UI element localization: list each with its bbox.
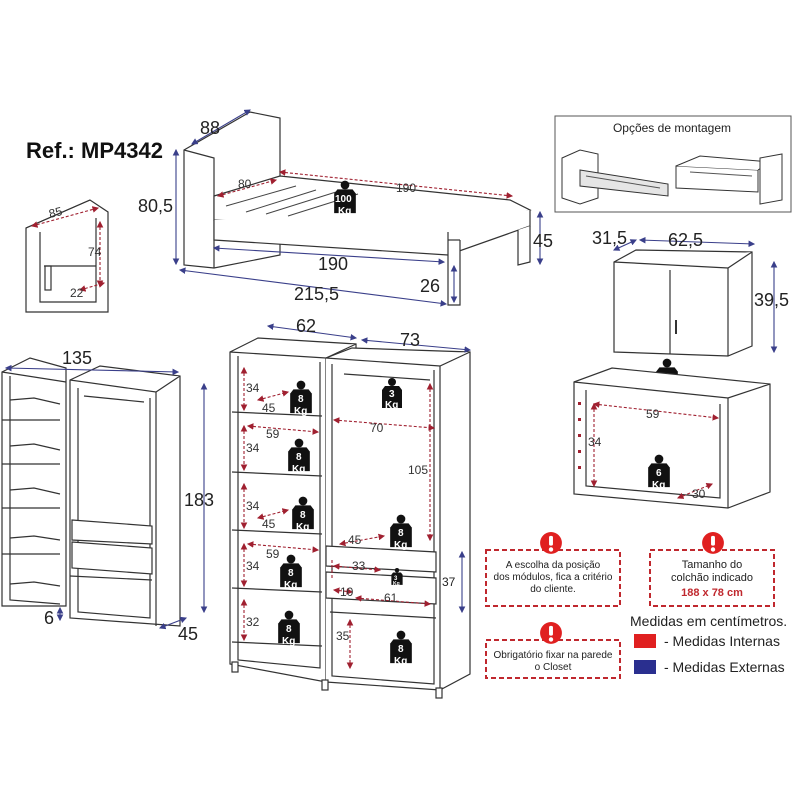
drawer-height: 37	[442, 575, 456, 589]
weight-unit-8: Kg	[393, 581, 400, 587]
assembly-options-title: Opções de montagem	[613, 121, 731, 135]
bookcase-plinth-label: 6	[44, 608, 54, 628]
shelf-depth-2: 45	[262, 517, 276, 531]
open-cabinet-load: 6	[656, 468, 662, 479]
note-wall-line-2: o Closet	[535, 662, 572, 673]
open-cabinet-load-unit: Kg	[652, 480, 665, 491]
legend-internal-swatch	[634, 634, 656, 648]
note-module-line-2: dos módulos, fica a critério	[494, 572, 613, 583]
weight-value-9: 8	[398, 644, 404, 655]
note-module-position: A escolha da posição dos módulos, fica a…	[485, 532, 621, 607]
weight-value-5: 8	[286, 624, 292, 635]
wall-cabinet-width-label: 62,5	[668, 230, 703, 250]
bed-load-unit: Kg	[338, 206, 351, 217]
shelf-height-3: 34	[246, 499, 260, 513]
legend: Medidas em centímetros. - Medidas Intern…	[630, 613, 787, 675]
open-cabinet-height-label: 34	[588, 435, 602, 449]
tall-unit-right-width: 73	[400, 330, 420, 350]
bed-head-inner-label: 80	[238, 177, 252, 191]
lower-height: 35	[336, 629, 350, 643]
weight-unit-6: Kg	[385, 400, 398, 411]
bed-height-label: 80,5	[138, 196, 173, 216]
shelf-width-2: 59	[266, 547, 280, 561]
bed-mattress-length-label: 190	[396, 181, 416, 195]
note-module-line-3: do cliente.	[530, 584, 576, 595]
frame-depth-label: 22	[70, 286, 84, 300]
weight-unit-5: Kg	[282, 636, 295, 647]
bookcase-depth-label: 45	[178, 624, 198, 644]
weight-value-4: 8	[288, 568, 294, 579]
legend-external-label: - Medidas Externas	[664, 659, 785, 675]
weight-unit-1: Kg	[294, 406, 307, 417]
shelf-height-5: 32	[246, 615, 260, 629]
weight-unit-4: Kg	[284, 580, 297, 591]
weight-value-1: 8	[298, 394, 304, 405]
shelf-depth-1: 45	[262, 401, 276, 415]
bed-width-label: 88	[200, 118, 220, 138]
drawer-width: 33	[352, 559, 366, 573]
note-mattress-line-3: 188 x 78 cm	[681, 587, 743, 599]
note-mattress-size: Tamanho do colchão indicado 188 x 78 cm	[649, 532, 775, 607]
open-cabinet-drawing	[573, 367, 771, 509]
open-cabinet-width-label: 59	[646, 407, 660, 421]
bed-drawing	[183, 111, 532, 306]
shelf-height-1: 34	[246, 381, 260, 395]
weight-value-8: 3	[394, 576, 398, 582]
shelf-height-2: 34	[246, 441, 260, 455]
assembly-option-two	[675, 153, 783, 205]
weight-value-7: 8	[398, 528, 404, 539]
note-mattress-line-2: colchão indicado	[671, 572, 753, 584]
wall-cabinet-depth-label: 31,5	[592, 228, 627, 248]
right-inner-width: 70	[370, 421, 384, 435]
note-module-line-1: A escolha da posição	[506, 560, 601, 571]
reference-code: Ref.: MP4342	[26, 138, 163, 163]
legend-internal-label: - Medidas Internas	[664, 633, 780, 649]
tall-unit-left-width: 62	[296, 316, 316, 336]
note-wall-fixing: Obrigatório fixar na parede o Closet	[485, 622, 621, 679]
bed-length-total-label: 215,5	[294, 284, 339, 304]
drawer-depth: 45	[348, 533, 362, 547]
weight-value-2: 8	[296, 452, 302, 463]
legend-title: Medidas em centímetros.	[630, 613, 787, 629]
open-cabinet-depth-label: 30	[692, 487, 706, 501]
frame-height-label: 74	[88, 245, 102, 259]
weight-unit-3: Kg	[296, 522, 309, 533]
bed-length-inner-label: 190	[318, 254, 348, 274]
note-mattress-line-1: Tamanho do	[682, 559, 743, 571]
bookcase-width-label: 135	[62, 348, 92, 368]
wall-cabinet-height-label: 39,5	[754, 290, 789, 310]
shelf-width-1: 59	[266, 427, 280, 441]
bookcase-height-label: 183	[184, 490, 214, 510]
shelf-height-4: 34	[246, 559, 260, 573]
drawer-small: 10	[340, 585, 354, 599]
assembly-option-one	[561, 149, 669, 205]
note-wall-line-1: Obrigatório fixar na parede	[494, 650, 613, 661]
bed-side-height-label: 45	[533, 231, 553, 251]
weight-unit-9: Kg	[394, 656, 407, 667]
bed-load-label: 100	[335, 194, 352, 205]
wall-cabinet-drawing	[613, 249, 753, 357]
weight-unit-7: Kg	[394, 540, 407, 551]
bed-leg-label: 26	[420, 276, 440, 296]
drawer-inner: 61	[384, 591, 398, 605]
hanging-height: 105	[408, 463, 428, 477]
bookcase-drawing	[1, 357, 181, 627]
weight-unit-2: Kg	[292, 464, 305, 475]
weight-value-6: 3	[389, 389, 395, 400]
legend-external-swatch	[634, 660, 656, 674]
weight-value-3: 8	[300, 510, 306, 521]
frame-width-label: 85	[47, 204, 64, 221]
